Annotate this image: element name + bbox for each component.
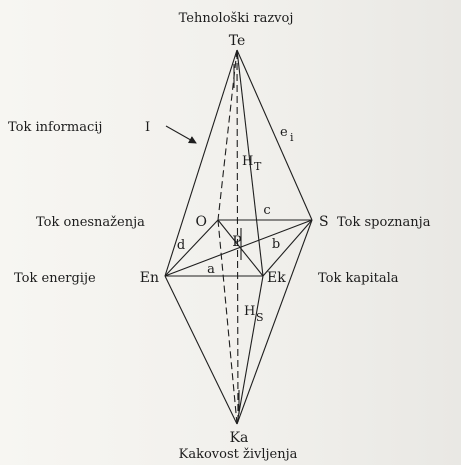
flow-information-mark: I bbox=[145, 120, 150, 135]
edge-Ka-O-hidden bbox=[217, 219, 238, 425]
flow-knowledge-label: Tok spoznanja bbox=[337, 215, 431, 230]
vertex-Ek: Ek bbox=[267, 270, 286, 286]
flow-pollution-label: Tok onesnaženja bbox=[36, 215, 145, 230]
information-arrow bbox=[165, 125, 197, 144]
edge-label-d: d bbox=[177, 238, 185, 253]
edge-label-a: a bbox=[207, 262, 215, 277]
edge-En-S bbox=[164, 219, 313, 277]
vertex-En: En bbox=[140, 270, 159, 286]
vertex-O: O bbox=[196, 214, 207, 230]
flow-energy-label: Tok energije bbox=[14, 271, 96, 286]
axis-Te-Ka bbox=[236, 51, 239, 423]
edge-d-O-En bbox=[164, 219, 219, 277]
bottom-caption: Kakovost življenja bbox=[179, 447, 298, 462]
edge-Ka-S bbox=[236, 219, 313, 425]
height-label-HS-subscript: S bbox=[256, 311, 264, 324]
height-label-HS: H bbox=[244, 304, 255, 319]
edge-Te-S bbox=[236, 49, 313, 221]
edge-label-b: b bbox=[272, 237, 280, 252]
edge-label-c: c bbox=[263, 203, 270, 218]
top-caption: Tehnološki razvoj bbox=[179, 11, 294, 26]
edge-Ka-Ek bbox=[236, 275, 264, 425]
vertex-Ka: Ka bbox=[230, 430, 249, 446]
edge-Te-Ek bbox=[236, 49, 264, 277]
edge-Te-En bbox=[164, 49, 238, 277]
flow-capital-label: Tok kapitala bbox=[318, 271, 399, 286]
vertex-S: S bbox=[319, 214, 329, 230]
vertex-P: P bbox=[232, 234, 241, 250]
vertex-Te: Te bbox=[229, 33, 246, 49]
edge-label-e-subscript: i bbox=[290, 131, 294, 144]
edge-b-Ek-S bbox=[262, 219, 313, 277]
height-label-HT-subscript: T bbox=[254, 160, 262, 173]
height-label-HT: H bbox=[242, 154, 253, 169]
edge-Ka-En bbox=[164, 275, 238, 425]
flow-information-label: Tok informacij bbox=[8, 120, 102, 135]
edge-label-e: e bbox=[280, 125, 288, 140]
